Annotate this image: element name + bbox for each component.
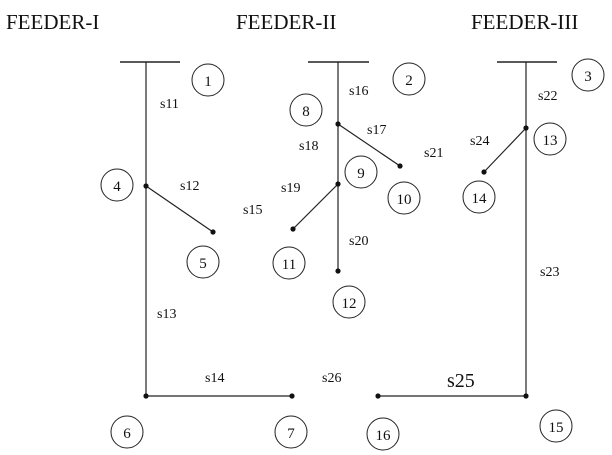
junction-dot	[335, 268, 341, 274]
feeder-title-3: FEEDER-III	[471, 10, 578, 34]
section-label-s18: s18	[299, 139, 318, 154]
junction-dot	[335, 121, 341, 127]
node-14: 14	[462, 180, 496, 214]
node-4: 4	[100, 168, 134, 202]
node-2: 2	[392, 62, 426, 96]
node-7: 7	[274, 415, 308, 449]
node-3: 3	[571, 58, 605, 92]
node-6: 6	[110, 415, 144, 449]
section-label-s20: s20	[349, 234, 368, 249]
node-8: 8	[289, 93, 323, 127]
section-label-s21: s21	[424, 146, 443, 161]
node-label: 10	[397, 192, 412, 208]
node-9: 9	[344, 155, 378, 189]
junction-dot	[143, 183, 149, 189]
section-label-s17: s17	[367, 123, 386, 138]
section-label-s22: s22	[538, 89, 557, 104]
section-label-s14: s14	[205, 371, 224, 386]
node-1: 1	[191, 63, 225, 97]
section-label-s11: s11	[160, 97, 179, 112]
node-label: 15	[549, 420, 564, 436]
section-label-s19: s19	[281, 181, 300, 196]
section-label-s16: s16	[349, 84, 368, 99]
node-label: 14	[472, 191, 488, 207]
node-13: 13	[533, 122, 567, 156]
node-label: 5	[199, 256, 207, 272]
section-label-s23: s23	[540, 265, 559, 280]
node-11: 11	[272, 246, 306, 280]
feeder-title-2: FEEDER-II	[236, 10, 336, 34]
junction-dot	[289, 393, 295, 399]
junction-dot	[143, 393, 149, 399]
section-label-s24: s24	[470, 134, 489, 149]
section-label-s15: s15	[243, 203, 262, 218]
node-label: 1	[204, 74, 212, 90]
line-s12	[145, 185, 214, 233]
junction-dot	[523, 393, 529, 399]
section-label-s26: s26	[322, 371, 341, 386]
line-s24	[483, 127, 527, 173]
section-label-s25: s25	[447, 370, 475, 392]
feeder-title-1: FEEDER-I	[6, 10, 99, 34]
node-label: 12	[342, 296, 357, 312]
node-15: 15	[539, 409, 573, 443]
junction-dot	[375, 393, 381, 399]
node-label: 3	[584, 69, 592, 85]
node-label: 2	[405, 73, 413, 89]
junction-dot	[481, 169, 487, 175]
line-s17	[337, 123, 401, 167]
node-5: 5	[186, 245, 220, 279]
node-12: 12	[332, 285, 366, 319]
junction-dot	[523, 125, 529, 131]
junction-dot	[397, 163, 403, 169]
node-label: 16	[376, 428, 392, 444]
section-label-s13: s13	[157, 307, 176, 322]
line-s19	[292, 183, 339, 230]
node-label: 11	[282, 257, 296, 273]
node-label: 6	[123, 426, 131, 442]
node-label: 9	[357, 166, 365, 182]
node-label: 4	[113, 179, 121, 195]
node-16: 16	[366, 417, 400, 451]
node-label: 7	[287, 426, 295, 442]
junction-dot	[290, 226, 296, 232]
node-label: 13	[543, 133, 558, 149]
junction-dot	[210, 229, 216, 235]
node-10: 10	[387, 181, 421, 215]
section-label-s12: s12	[180, 179, 199, 194]
node-label: 8	[302, 104, 310, 120]
junction-dot	[335, 181, 341, 187]
